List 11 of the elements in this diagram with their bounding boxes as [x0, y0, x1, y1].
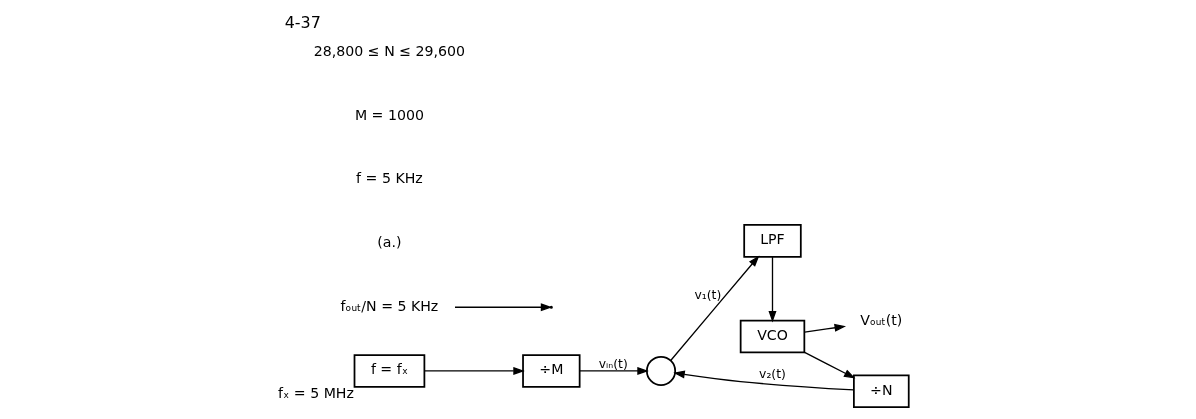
label: f = 5 KHz	[356, 170, 423, 187]
label: (a.)	[377, 233, 402, 250]
label: 28,800 ≤ N ≤ 29,600	[313, 42, 466, 59]
edge-label: v₂(t)	[759, 367, 786, 382]
edge-label: vᵢₙ(t)	[598, 356, 628, 371]
node-text: Vₒᵤₜ(t)	[860, 311, 903, 328]
diagram-title: 4-37	[284, 13, 321, 33]
node-text: fₒᵤₜ/N = 5 KHz	[340, 297, 439, 314]
label: M = 1000	[354, 106, 424, 123]
node-label: fₓ = 5 MHz	[278, 385, 354, 402]
edge-label: v₁(t)	[694, 288, 722, 303]
